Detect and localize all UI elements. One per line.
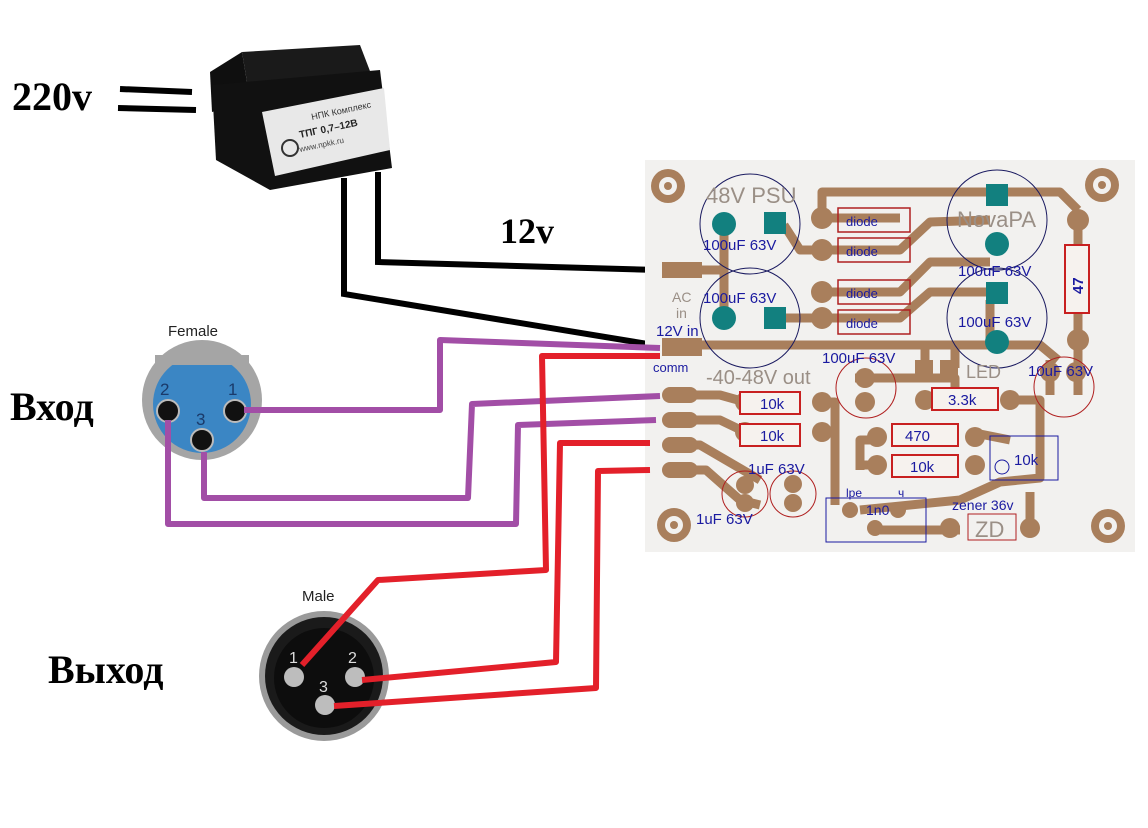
diode-label-3: diode <box>846 286 878 301</box>
female-pin-3 <box>190 428 214 452</box>
ic-label-1: lpe <box>846 486 862 500</box>
resistor-label-3-3k: 3.3k <box>948 392 977 409</box>
cap-label-c7: 1uF 63V <box>748 461 805 478</box>
cap-label-c6: 10uF 63V <box>1028 363 1093 380</box>
male-pin-1 <box>284 667 304 687</box>
mounting-hole <box>1085 168 1119 202</box>
male-pin-1-label: 1 <box>289 650 298 667</box>
pcb-title-left: 48V PSU <box>706 183 797 208</box>
input-wires <box>165 337 661 527</box>
male-pin-3-label: 3 <box>319 679 328 696</box>
pcb-board: 48V PSU NovaPA AC in 12V in comm -40-48V… <box>645 160 1135 552</box>
resistor-label-470: 470 <box>905 428 930 445</box>
secondary-wire-1 <box>375 172 659 273</box>
male-pin-2 <box>345 667 365 687</box>
male-pin-2-label: 2 <box>348 650 357 667</box>
ac-in-label-2: in <box>676 305 687 321</box>
resistor-label-47: 47 <box>1070 277 1087 294</box>
ac-in-label: AC <box>672 289 691 305</box>
output-wires <box>299 353 660 709</box>
transformer: НПК Комплекс ТПГ 0,7–12В www.npkk.ru <box>210 45 392 190</box>
cap-pads <box>712 184 1009 354</box>
ic-label-2: ч <box>898 486 904 500</box>
cap-label-c4: 100uF 63V <box>958 314 1031 331</box>
cap-label-c2: 100uF 63V <box>703 290 776 307</box>
resistor-bodies <box>739 244 1090 478</box>
trimmer-label: 10k <box>1014 452 1039 469</box>
cap-label-c5: 100uF 63V <box>822 350 895 367</box>
mounting-hole <box>657 508 691 542</box>
female-pin-2-label: 2 <box>160 380 169 399</box>
12v-in-label: 12V in <box>656 323 699 340</box>
rst-logo-icon <box>281 139 299 157</box>
resistor-label-10k-a: 10k <box>760 396 785 413</box>
secondary-wire-2 <box>341 178 661 349</box>
small-cap-outlines <box>721 356 1095 518</box>
xlr-male-connector: 1 2 3 <box>259 611 389 741</box>
trimmer-outline <box>989 435 1059 481</box>
zener-outline <box>967 513 1017 541</box>
mounting-hole <box>1091 509 1125 543</box>
cap-label-c1: 100uF 63V <box>703 237 776 254</box>
mains-voltage-label: 220v <box>12 74 92 119</box>
led-label: LED <box>966 362 1001 382</box>
male-connector-label: Male <box>302 588 335 605</box>
female-pin-2 <box>156 399 180 423</box>
mains-wire-1 <box>119 86 193 95</box>
female-connector-label: Female <box>168 323 218 340</box>
trimmer-icon <box>994 459 1010 475</box>
ic-outline <box>825 497 927 543</box>
ic-label-3: 1n0 <box>866 502 890 518</box>
zd-label: ZD <box>975 517 1004 542</box>
male-pin-3 <box>315 695 335 715</box>
input-label: Вход <box>10 384 94 429</box>
resistor-label-10k-c: 10k <box>910 459 935 476</box>
diode-label-1: diode <box>846 214 878 229</box>
mounting-hole <box>651 169 685 203</box>
diode-label-2: diode <box>846 244 878 259</box>
female-pin-3-label: 3 <box>196 410 205 429</box>
cap-outlines <box>699 169 1048 369</box>
diode-outlines <box>837 207 911 335</box>
female-pin-1 <box>223 399 247 423</box>
comm-label: comm <box>653 360 688 375</box>
cap-label-c8: 1uF 63V <box>696 511 753 528</box>
secondary-voltage-label: 12v <box>500 211 554 251</box>
female-pin-1-label: 1 <box>228 380 237 399</box>
output-voltage-label: -40-48V out <box>706 367 811 389</box>
resistor-label-10k-b: 10k <box>760 428 785 445</box>
xlr-female-connector: 1 2 3 <box>142 340 262 460</box>
pcb-title-right: NovaPA <box>957 207 1036 232</box>
zener-label: zener 36v <box>952 497 1013 513</box>
diode-label-4: diode <box>846 316 878 331</box>
mains-wire-2 <box>117 105 197 113</box>
output-label: Выход <box>48 647 163 692</box>
cap-label-c3: 100uF 63V <box>958 263 1031 280</box>
